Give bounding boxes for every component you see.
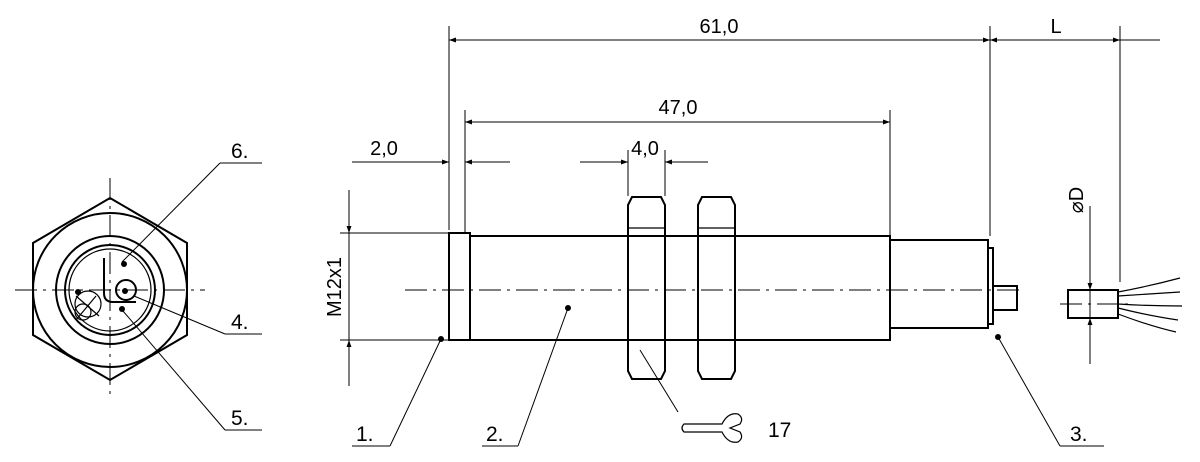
callout-4: 4. (231, 311, 249, 334)
callout-3: 3. (1070, 423, 1088, 446)
nut-2 (697, 196, 736, 380)
front-view: 6. 4. 5. (15, 140, 262, 431)
dimension-lines: 61,0 L 47,0 2,0 4,0 M12x1 ⌀D (324, 16, 1160, 386)
wrench-size: 17 (681, 413, 791, 443)
nut-1 (627, 196, 666, 380)
callout-6: 6. (231, 140, 249, 163)
wrench-size-label: 17 (768, 419, 791, 442)
dim-step-length: 2,0 (370, 138, 398, 160)
cable-detail (1060, 206, 1183, 364)
dim-thread-size: M12x1 (324, 257, 346, 317)
callout-2: 2. (486, 423, 504, 446)
callouts: 1. 2. 3. (352, 305, 1104, 447)
hex-nut-outline (32, 196, 188, 382)
dim-cable-length: L (1050, 16, 1061, 38)
dim-thread-length: 47,0 (659, 97, 698, 119)
dim-cable-diameter: ⌀D (1066, 187, 1088, 213)
side-view (405, 196, 1020, 380)
wrench-icon (681, 413, 743, 443)
dim-overall-length: 61,0 (700, 16, 739, 38)
callout-1: 1. (356, 423, 374, 446)
dim-nut-thickness: 4,0 (631, 138, 659, 160)
callout-5: 5. (231, 407, 249, 430)
